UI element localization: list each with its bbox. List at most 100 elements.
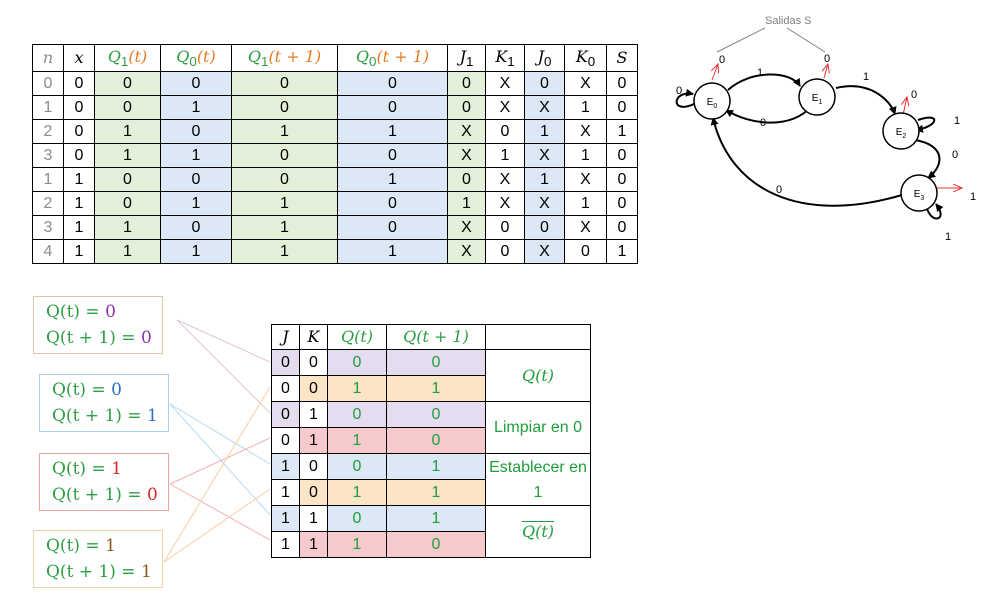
outputs-pointer xyxy=(716,27,766,53)
truth-table-cell: 0 xyxy=(337,143,448,168)
truth-table-cell: 0 xyxy=(63,119,95,144)
header-n: n xyxy=(32,44,64,72)
truth-table-cell: 1 xyxy=(160,143,232,168)
truth-table-cell: 1 xyxy=(564,191,607,216)
box-line: Q(t) = 1 xyxy=(46,536,116,556)
jk-table-cell: 0 xyxy=(299,349,328,376)
truth-table-cell: 2 xyxy=(32,191,64,216)
truth-table-cell: 1 xyxy=(606,239,638,264)
connector-line xyxy=(163,488,271,563)
truth-table-cell: 4 xyxy=(32,239,64,264)
edge-label-e2-e3: 0 xyxy=(952,149,958,161)
output-arrow-e1 xyxy=(824,64,828,79)
jk-description: Limpiar en 0 xyxy=(485,401,591,454)
connector-line xyxy=(169,403,271,465)
output-arrow-e0 xyxy=(712,64,718,81)
truth-table-cell: 0 xyxy=(160,167,232,192)
jk-description: Q(t) xyxy=(485,505,591,558)
transition-box-1-0: Q(t) = 1 Q(t + 1) = 0 xyxy=(39,453,169,511)
truth-table-cell: 0 xyxy=(160,71,232,96)
connector-line xyxy=(169,483,271,541)
loop-e2 xyxy=(915,116,936,133)
truth-table-cell: 1 xyxy=(447,191,486,216)
loop-e0 xyxy=(675,88,695,108)
truth-table-cell: 0 xyxy=(231,143,338,168)
header-k0: K0 xyxy=(564,44,607,72)
truth-table-cell: 0 xyxy=(337,71,448,96)
jk-table-cell: 0 xyxy=(271,401,300,428)
jk-table-cell: 0 xyxy=(386,427,486,454)
jk-table-cell: 0 xyxy=(271,349,300,376)
box-line: Q(t) = 0 xyxy=(52,380,122,400)
truth-table-cell: 1 xyxy=(160,191,232,216)
edge-e1-e0 xyxy=(725,105,813,124)
truth-table-cell: X xyxy=(524,95,565,120)
truth-table-cell: 1 xyxy=(94,215,161,240)
box-line: Q(t + 1) = 1 xyxy=(46,562,152,582)
truth-table-cell: X xyxy=(485,95,525,120)
truth-table-cell: X xyxy=(447,143,486,168)
truth-table-cell: 0 xyxy=(160,215,232,240)
truth-table-cell: 0 xyxy=(337,191,448,216)
edge-label-e0-e1: 1 xyxy=(757,67,763,79)
truth-table-cell: 1 xyxy=(63,167,95,192)
truth-table-cell: 1 xyxy=(606,119,638,144)
jk-table-cell: 0 xyxy=(327,349,387,376)
edge-e3-e0 xyxy=(710,117,903,207)
box-line: Q(t) = 1 xyxy=(52,459,122,479)
svg-text:E0: E0 xyxy=(707,97,718,110)
jk-description: Establecer en 1 xyxy=(485,453,591,506)
edge-e2-e3 xyxy=(914,139,941,179)
edge-e0-e1 xyxy=(727,73,801,91)
jk-table-cell: 0 xyxy=(386,401,486,428)
header-desc xyxy=(485,324,591,350)
jk-table-cell: 1 xyxy=(299,427,328,454)
jk-table-cell: 1 xyxy=(271,531,300,558)
state-e3: E3 xyxy=(900,174,938,212)
truth-table-cell: X xyxy=(524,191,565,216)
edge-label-e1-e0: 0 xyxy=(760,117,766,129)
outputs-label: Salidas S xyxy=(765,15,811,27)
edge-e1-e2 xyxy=(835,85,897,115)
truth-table-cell: X xyxy=(447,119,486,144)
truth-table-cell: 1 xyxy=(337,239,448,264)
output-label-e3: 1 xyxy=(970,191,976,203)
box-line: Q(t + 1) = 1 xyxy=(52,406,158,426)
truth-table-cell: 0 xyxy=(94,71,161,96)
jk-table-cell: 0 xyxy=(386,531,486,558)
connector-line xyxy=(163,386,271,563)
transition-box-0-1: Q(t) = 0 Q(t + 1) = 1 xyxy=(39,374,169,432)
jk-table-header: J K Q(t) Q(t + 1) xyxy=(271,324,591,350)
truth-table: n x Q1(t) Q0(t) Q1(t + 1) Q0(t + 1) J1 K… xyxy=(32,44,638,264)
connector-lines xyxy=(163,319,271,563)
state-e0: E0 xyxy=(693,82,731,120)
edge-label-e3-e0: 0 xyxy=(776,184,782,196)
truth-table-cell: 0 xyxy=(337,215,448,240)
header-s: S xyxy=(606,44,638,72)
truth-table-cell: 1 xyxy=(94,239,161,264)
truth-table-cell: 0 xyxy=(94,167,161,192)
truth-table-cell: 0 xyxy=(447,71,486,96)
truth-table-cell: 0 xyxy=(231,167,338,192)
truth-table-cell: 0 xyxy=(160,119,232,144)
box-line: Q(t + 1) = 0 xyxy=(46,328,152,348)
truth-table-cell: 0 xyxy=(606,95,638,120)
connector-line xyxy=(169,437,271,485)
truth-table-cell: 1 xyxy=(231,215,338,240)
truth-table-cell: 1 xyxy=(231,239,338,264)
transition-box-1-1: Q(t) = 1 Q(t + 1) = 1 xyxy=(33,530,163,588)
header-j1: J1 xyxy=(447,44,486,72)
truth-table-cell: 0 xyxy=(337,95,448,120)
jk-table-cell: 0 xyxy=(327,401,387,428)
truth-table-cell: 0 xyxy=(63,143,95,168)
